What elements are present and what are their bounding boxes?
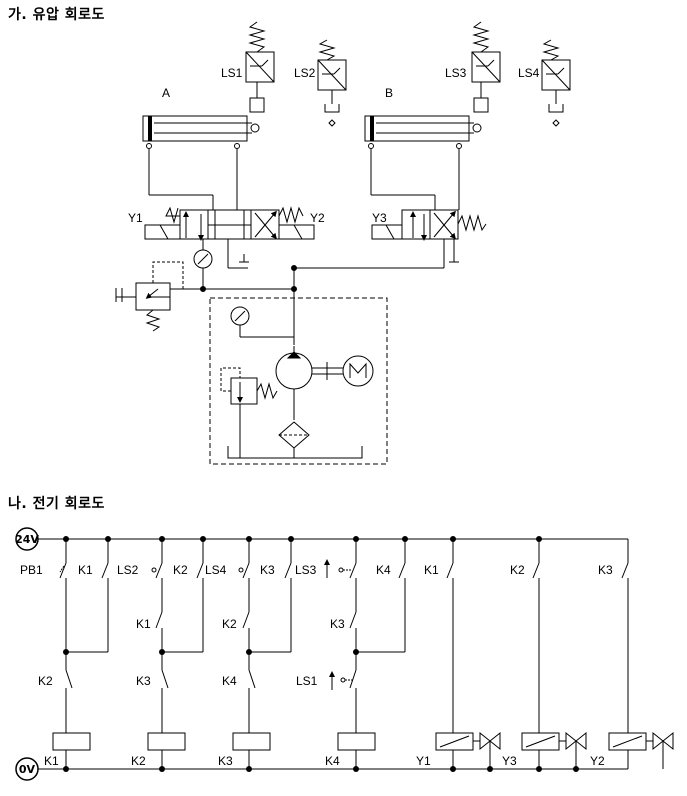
coil-y1-label: Y1 bbox=[416, 754, 431, 768]
ls1-label: LS1 bbox=[221, 66, 243, 80]
cylinder-b bbox=[364, 115, 482, 149]
contact-k1-label: K1 bbox=[78, 563, 93, 577]
contact-k1b-label: K1 bbox=[424, 563, 439, 577]
rung-1 bbox=[52, 539, 109, 769]
cylinder-a bbox=[142, 115, 260, 149]
y2-label: Y2 bbox=[310, 211, 325, 225]
relief-valve-1 bbox=[115, 261, 184, 332]
contact-pb1-label: PB1 bbox=[20, 563, 43, 577]
contact-k2-label: K2 bbox=[173, 563, 188, 577]
lower-contact-k2-label: K2 bbox=[38, 674, 53, 688]
directional-valve-2 bbox=[294, 209, 487, 269]
rung-5 bbox=[435, 539, 501, 769]
coil-y3-label: Y3 bbox=[502, 754, 517, 768]
contact-k2b-label: K2 bbox=[510, 563, 525, 577]
limit-switch-ls2 bbox=[317, 39, 347, 127]
contact-ls3-label: LS3 bbox=[295, 563, 317, 577]
mid-contact-k3-label: K3 bbox=[330, 617, 345, 631]
coil-k4-label: K4 bbox=[325, 754, 340, 768]
rung-2 bbox=[147, 539, 204, 769]
rung-7 bbox=[608, 539, 674, 769]
ls4-label: LS4 bbox=[518, 66, 540, 80]
contact-k3-label: K3 bbox=[260, 563, 275, 577]
coil-k2-label: K2 bbox=[131, 754, 146, 768]
y1-label: Y1 bbox=[128, 211, 143, 225]
lower-contact-ls1-label: LS1 bbox=[296, 674, 318, 688]
rung-4 bbox=[337, 539, 406, 769]
ls2-label: LS2 bbox=[294, 66, 316, 80]
cylinder-a-label: A bbox=[162, 86, 170, 100]
contact-ls4-label: LS4 bbox=[205, 563, 227, 577]
limit-switch-ls3 bbox=[471, 21, 501, 113]
terminal-0v-label: 0V bbox=[19, 763, 36, 776]
cylinder-b-label: B bbox=[385, 86, 393, 100]
coil-k3-label: K3 bbox=[218, 754, 233, 768]
pump-unit bbox=[220, 306, 374, 459]
directional-valve-1 bbox=[144, 206, 315, 269]
rung-6 bbox=[521, 539, 587, 769]
contact-ls2-label: LS2 bbox=[117, 563, 139, 577]
y3-label: Y3 bbox=[372, 211, 387, 225]
terminal-24v bbox=[15, 527, 39, 551]
mid-contact-k2-label: K2 bbox=[222, 617, 237, 631]
lower-contact-k4-label: K4 bbox=[222, 674, 237, 688]
coil-y2-label: Y2 bbox=[590, 754, 605, 768]
hydraulic-heading: 가. 유압 회로도 bbox=[8, 7, 105, 23]
electrical-heading: 나. 전기 회로도 bbox=[8, 496, 105, 512]
lower-contact-k3-label: K3 bbox=[136, 674, 151, 688]
junction-dots bbox=[63, 536, 579, 772]
limit-switch-ls4 bbox=[541, 39, 571, 127]
mid-contact-k1-label: K1 bbox=[136, 617, 151, 631]
terminal-0v bbox=[15, 757, 39, 781]
coil-k1-label: K1 bbox=[44, 754, 59, 768]
motor-icon bbox=[342, 355, 374, 387]
power-unit-boundary bbox=[209, 297, 388, 465]
ls3-label: LS3 bbox=[445, 66, 467, 80]
terminal-24v-label: 24V bbox=[15, 533, 39, 546]
contact-k4-label: K4 bbox=[376, 563, 391, 577]
limit-switch-ls1 bbox=[245, 21, 275, 113]
contact-k3b-label: K3 bbox=[598, 563, 613, 577]
